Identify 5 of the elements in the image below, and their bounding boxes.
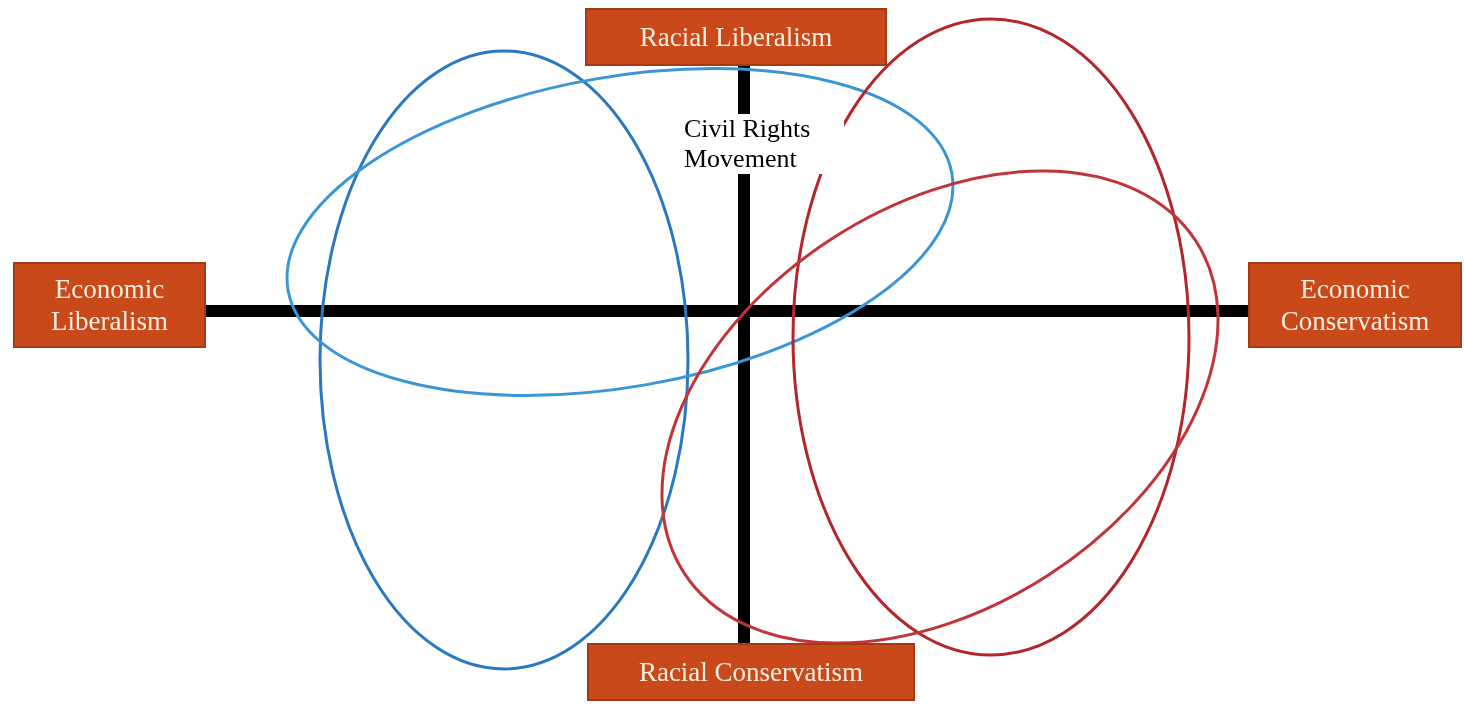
axis-label-box: Economic Liberalism — [13, 262, 206, 348]
axis-label-box: Economic Conservatism — [1248, 262, 1462, 348]
axis-label-box: Racial Conservatism — [587, 643, 915, 701]
annotation-text: Civil Rights Movement — [684, 114, 844, 174]
axis-label-box: Racial Liberalism — [585, 8, 887, 66]
